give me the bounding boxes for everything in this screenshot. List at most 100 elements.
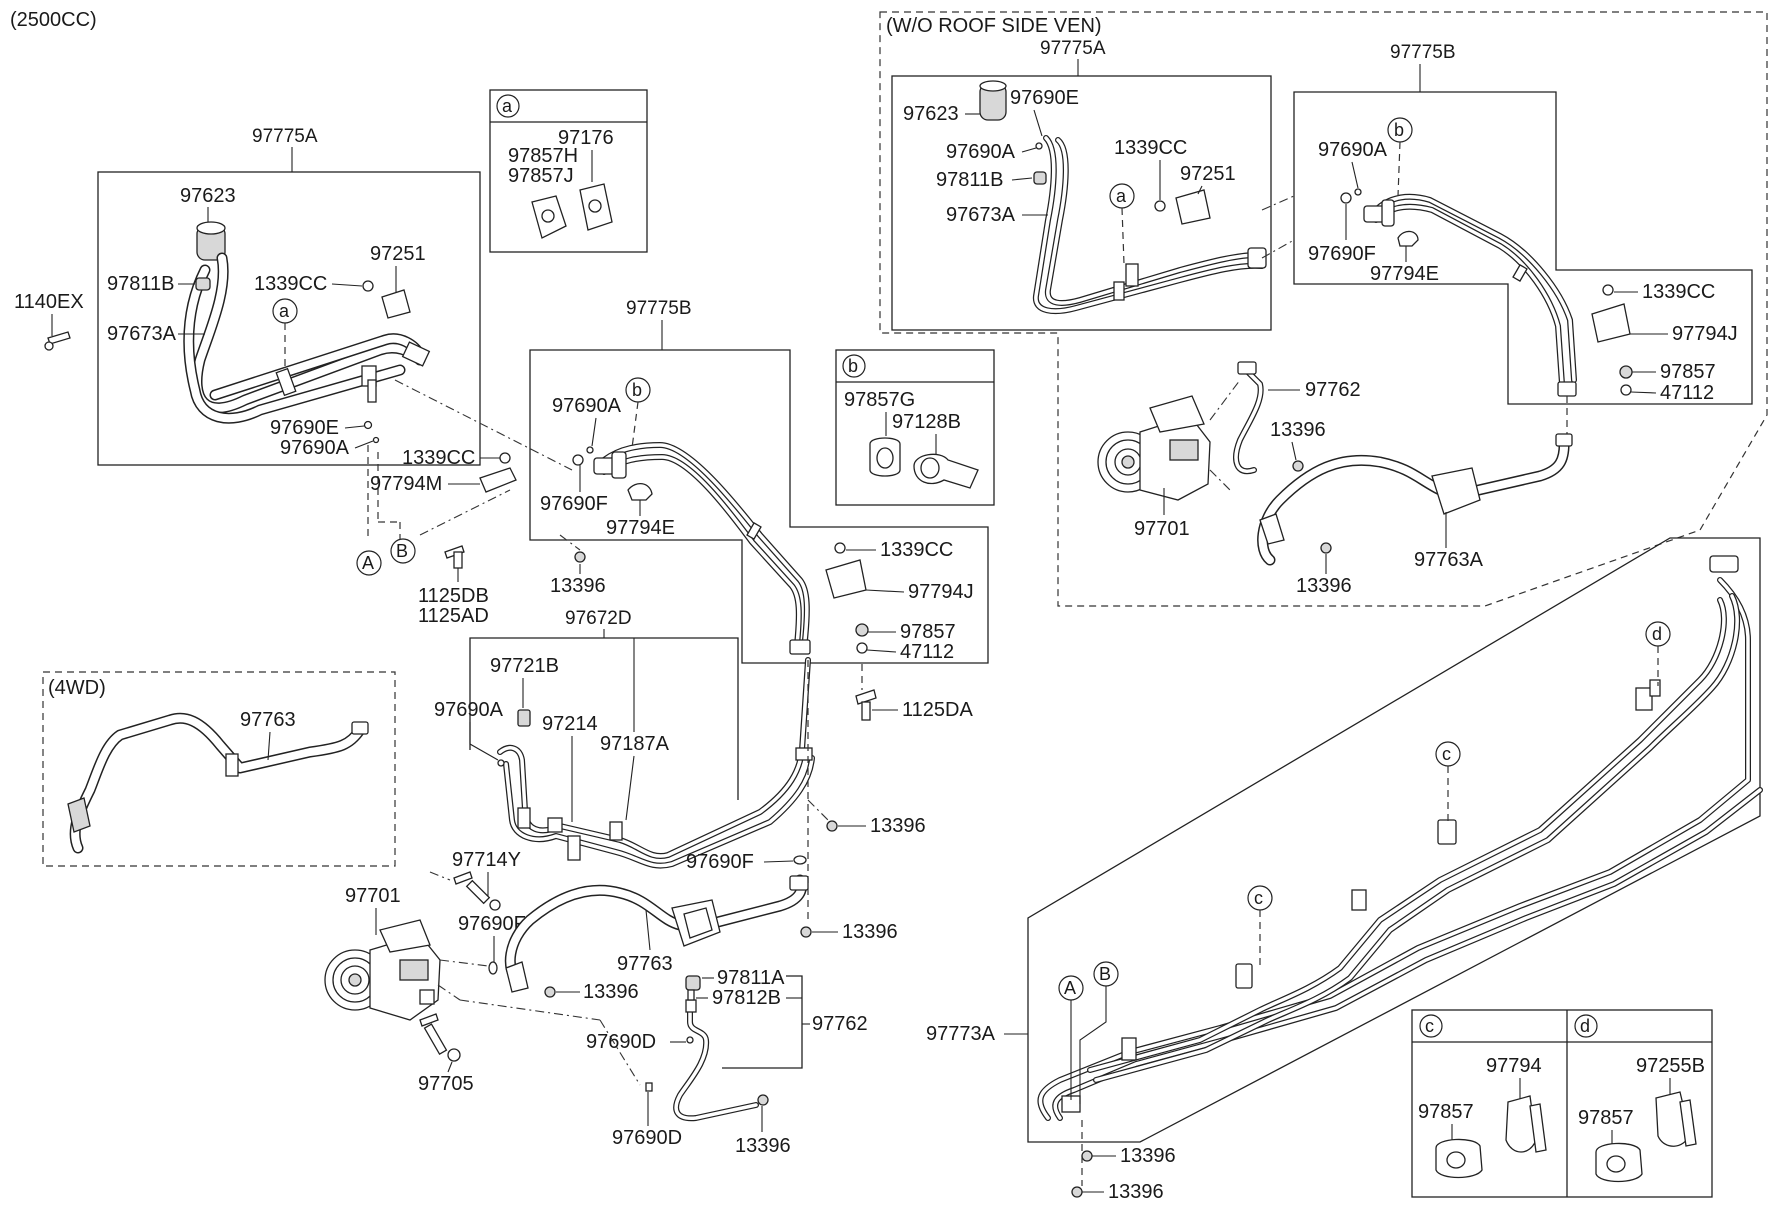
- label-97857j: 97857J: [508, 165, 574, 187]
- wo-label-97690f: 97690F: [1308, 243, 1376, 265]
- wo-roof-label: (W/O ROOF SIDE VEN): [886, 15, 1102, 37]
- label-97794e-mid: 97794E: [606, 517, 675, 539]
- label-97763-4wd: 97763: [240, 709, 296, 731]
- label-13396-center3: 13396: [735, 1135, 791, 1157]
- inset-d-97857: 97857: [1578, 1107, 1634, 1129]
- wo-label-97701: 97701: [1134, 518, 1190, 540]
- wo-label-13396-2: 13396: [1296, 575, 1352, 597]
- label-13396-center1: 13396: [583, 981, 639, 1003]
- label-97763-center: 97763: [617, 953, 673, 975]
- locator-b-left: [390, 538, 416, 564]
- inset-c-letter: c: [1425, 1016, 1434, 1036]
- label-97811b-left: 97811B: [107, 273, 174, 295]
- locator-c-rear2: c: [1442, 744, 1451, 764]
- wo-roof-side-ven-group: (W/O ROOF SIDE VEN) 97775A 97623 97690E …: [879, 11, 1768, 607]
- label-97690d-2: 97690D: [612, 1127, 682, 1149]
- wo-label-1339cc: 1339CC: [1114, 137, 1187, 159]
- label-97690a-left: 97690A: [280, 437, 350, 459]
- label-97794m: 97794M: [370, 473, 442, 495]
- locator-d-rear: d: [1652, 624, 1662, 644]
- wo-label-97690a-b: 97690A: [1318, 139, 1388, 161]
- label-97794j-mid: 97794J: [908, 581, 974, 603]
- label-13396-rear2: 13396: [1108, 1181, 1164, 1203]
- wo-label-97623: 97623: [903, 103, 959, 125]
- wo-label-97794e: 97794E: [1370, 263, 1439, 285]
- wo-label-97673a: 97673A: [946, 204, 1016, 226]
- callout-a-wo: a: [1116, 186, 1127, 206]
- wo-label-97690e: 97690E: [1010, 87, 1079, 109]
- label-97811a: 97811A: [717, 967, 785, 989]
- inset-c-97794: 97794: [1486, 1055, 1542, 1077]
- discharge-line-97672d-group: 97672D 97721B 97690A 97214 97187A: [434, 608, 815, 869]
- label-97690a-center: 97690A: [434, 699, 504, 721]
- inset-a-letter: a: [502, 96, 513, 116]
- inset-c-97857: 97857: [1418, 1101, 1474, 1123]
- wo-97775b-frame: [1293, 91, 1753, 405]
- locator-c-rear1: c: [1254, 888, 1263, 908]
- label-97857h: 97857H: [508, 145, 578, 167]
- label-97690a-mid: 97690A: [552, 395, 622, 417]
- label-97690f-left: 97690F: [458, 913, 526, 935]
- engine-label: (2500CC): [10, 9, 97, 31]
- label-97690f-mid: 97690F: [540, 493, 608, 515]
- label-13396-mid2: 13396: [870, 815, 926, 837]
- label-1339cc-left2: 1339CC: [402, 447, 475, 469]
- label-13396-center2: 13396: [842, 921, 898, 943]
- label-97214: 97214: [542, 713, 598, 735]
- inset-d-97255b: 97255B: [1636, 1055, 1705, 1077]
- inset-b-letter: b: [848, 356, 858, 376]
- inset-4wd: (4WD) 97763: [42, 671, 396, 867]
- wo-label-97763a: 97763A: [1414, 549, 1484, 571]
- wo-97775a-frame: [891, 75, 1272, 331]
- rear-line-97773a-group: 97773A 13396 13396 A B c c d: [926, 537, 1763, 1203]
- compressor-left-group: 97701 97714Y 97690F 97705: [324, 849, 641, 1095]
- locator-a-left: [356, 550, 382, 576]
- label-97812b: 97812B: [712, 987, 781, 1009]
- wo-label-97762: 97762: [1305, 379, 1361, 401]
- rear-line-frame: [1027, 537, 1761, 1143]
- wo-label-97857: 97857: [1660, 361, 1716, 383]
- callout-b-wo: b: [1394, 120, 1404, 140]
- label-97714y: 97714Y: [452, 849, 521, 871]
- locator-b-rear: B: [1099, 964, 1111, 984]
- label-1339cc-left1: 1339CC: [254, 273, 327, 295]
- label-97690e-left: 97690E: [270, 417, 339, 439]
- label-1140ex: 1140EX: [14, 291, 84, 313]
- liquid-line-97762: 97811A 97812B 97762 97690D 97690D 13396: [586, 967, 868, 1157]
- inset-d-letter: d: [1580, 1016, 1590, 1036]
- label-1125da: 1125DA: [902, 699, 973, 721]
- label-1125db: 1125DB: [418, 585, 489, 607]
- inset-4wd-label: (4WD): [48, 677, 106, 699]
- label-97701-left: 97701: [345, 885, 401, 907]
- label-97690f-center: 97690F: [686, 851, 754, 873]
- label-97762-center: 97762: [812, 1013, 868, 1035]
- mid-97775b-frame: [529, 349, 989, 664]
- label-47112-mid: 47112: [900, 641, 954, 663]
- inset-b: b 97857G 97128B: [835, 349, 995, 506]
- left-97775a-title: 97775A: [252, 126, 318, 147]
- label-97187a: 97187A: [600, 733, 670, 755]
- label-97773a: 97773A: [926, 1023, 996, 1045]
- label-1339cc-mid: 1339CC: [880, 539, 953, 561]
- label-97705: 97705: [418, 1073, 474, 1095]
- wo-label-13396-1: 13396: [1270, 419, 1326, 441]
- inset-a: a 97176 97857H 97857J: [489, 89, 648, 253]
- label-97128b: 97128B: [892, 411, 961, 433]
- label-1125ad: 1125AD: [418, 605, 489, 627]
- label-97251-left: 97251: [370, 243, 426, 265]
- wo-label-97251: 97251: [1180, 163, 1236, 185]
- label-97672d: 97672D: [565, 608, 632, 629]
- wo-97775b-title: 97775B: [1390, 42, 1456, 63]
- svg-text:a: a: [279, 301, 290, 321]
- wo-label-97794j: 97794J: [1672, 323, 1738, 345]
- label-97673a-left: 97673A: [107, 323, 177, 345]
- locator-a-rear: A: [1064, 978, 1076, 998]
- label-97857g: 97857G: [844, 389, 915, 411]
- callout-b-mid: b: [632, 380, 642, 400]
- label-97857-mid: 97857: [900, 621, 956, 643]
- wo-label-97690a: 97690A: [946, 141, 1016, 163]
- label-97623-left: 97623: [180, 185, 236, 207]
- wo-label-97811b: 97811B: [936, 169, 1003, 191]
- left-97775a-group: 97775A 97623 97811B 97673A 1339CC: [97, 126, 481, 466]
